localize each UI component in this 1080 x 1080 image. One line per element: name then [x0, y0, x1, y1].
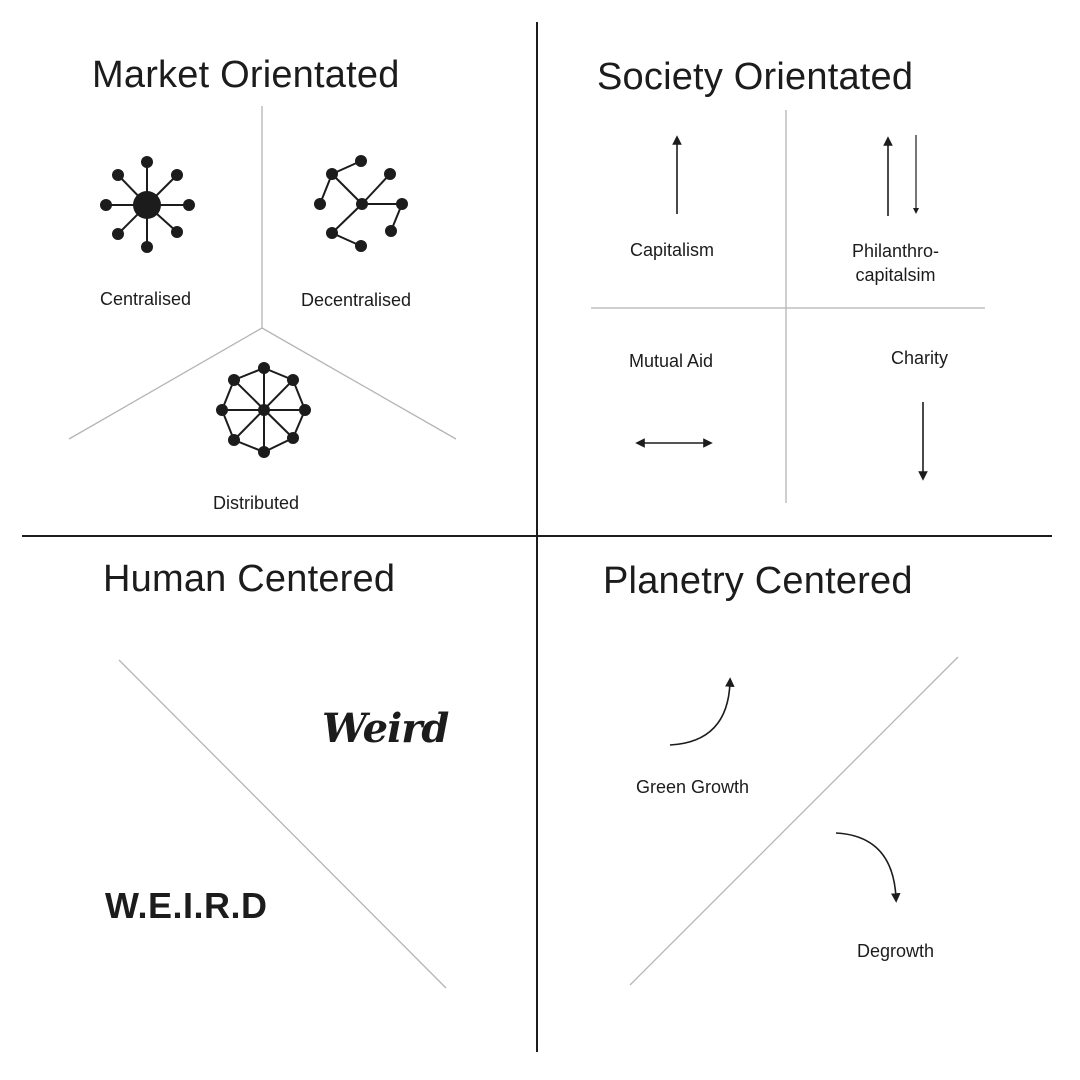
society-title: Society Orientated: [597, 56, 914, 98]
curved-arrow-down-icon: [835, 832, 901, 903]
distributed-network-icon: [216, 362, 311, 458]
arrow-up-down-icon: [883, 135, 919, 216]
curved-arrow-up-icon: [669, 677, 735, 746]
charity-label: Charity: [891, 348, 949, 368]
philanthrocapitalism-line-2: capitalsim: [855, 265, 936, 285]
decentralised-network-icon: [314, 155, 408, 252]
human-split-line: [118, 659, 447, 989]
mutual-aid-label: Mutual Aid: [629, 351, 714, 371]
human-title: Human Centered: [103, 558, 396, 600]
market-split-line-right: [261, 327, 457, 440]
centralised-network-icon: [100, 156, 195, 253]
weird-acronym-text: W.E.I.R.D: [105, 885, 268, 926]
degrowth-label: Degrowth: [857, 941, 935, 961]
market-title: Market Orientated: [92, 54, 400, 96]
philanthrocapitalism-label: Philanthro- capitalsim: [852, 239, 939, 287]
planetary-split-line: [629, 656, 959, 986]
philanthrocapitalism-line-1: Philanthro-: [852, 241, 940, 261]
market-split-line-left: [68, 327, 263, 440]
distributed-label: Distributed: [213, 493, 300, 513]
weird-blackletter-text: Weird: [322, 705, 449, 752]
green-growth-label: Green Growth: [636, 777, 750, 797]
capitalism-label: Capitalism: [630, 240, 715, 260]
centralised-label: Centralised: [100, 289, 192, 309]
decentralised-label: Decentralised: [301, 290, 412, 310]
planetary-title: Planetry Centered: [603, 560, 913, 602]
